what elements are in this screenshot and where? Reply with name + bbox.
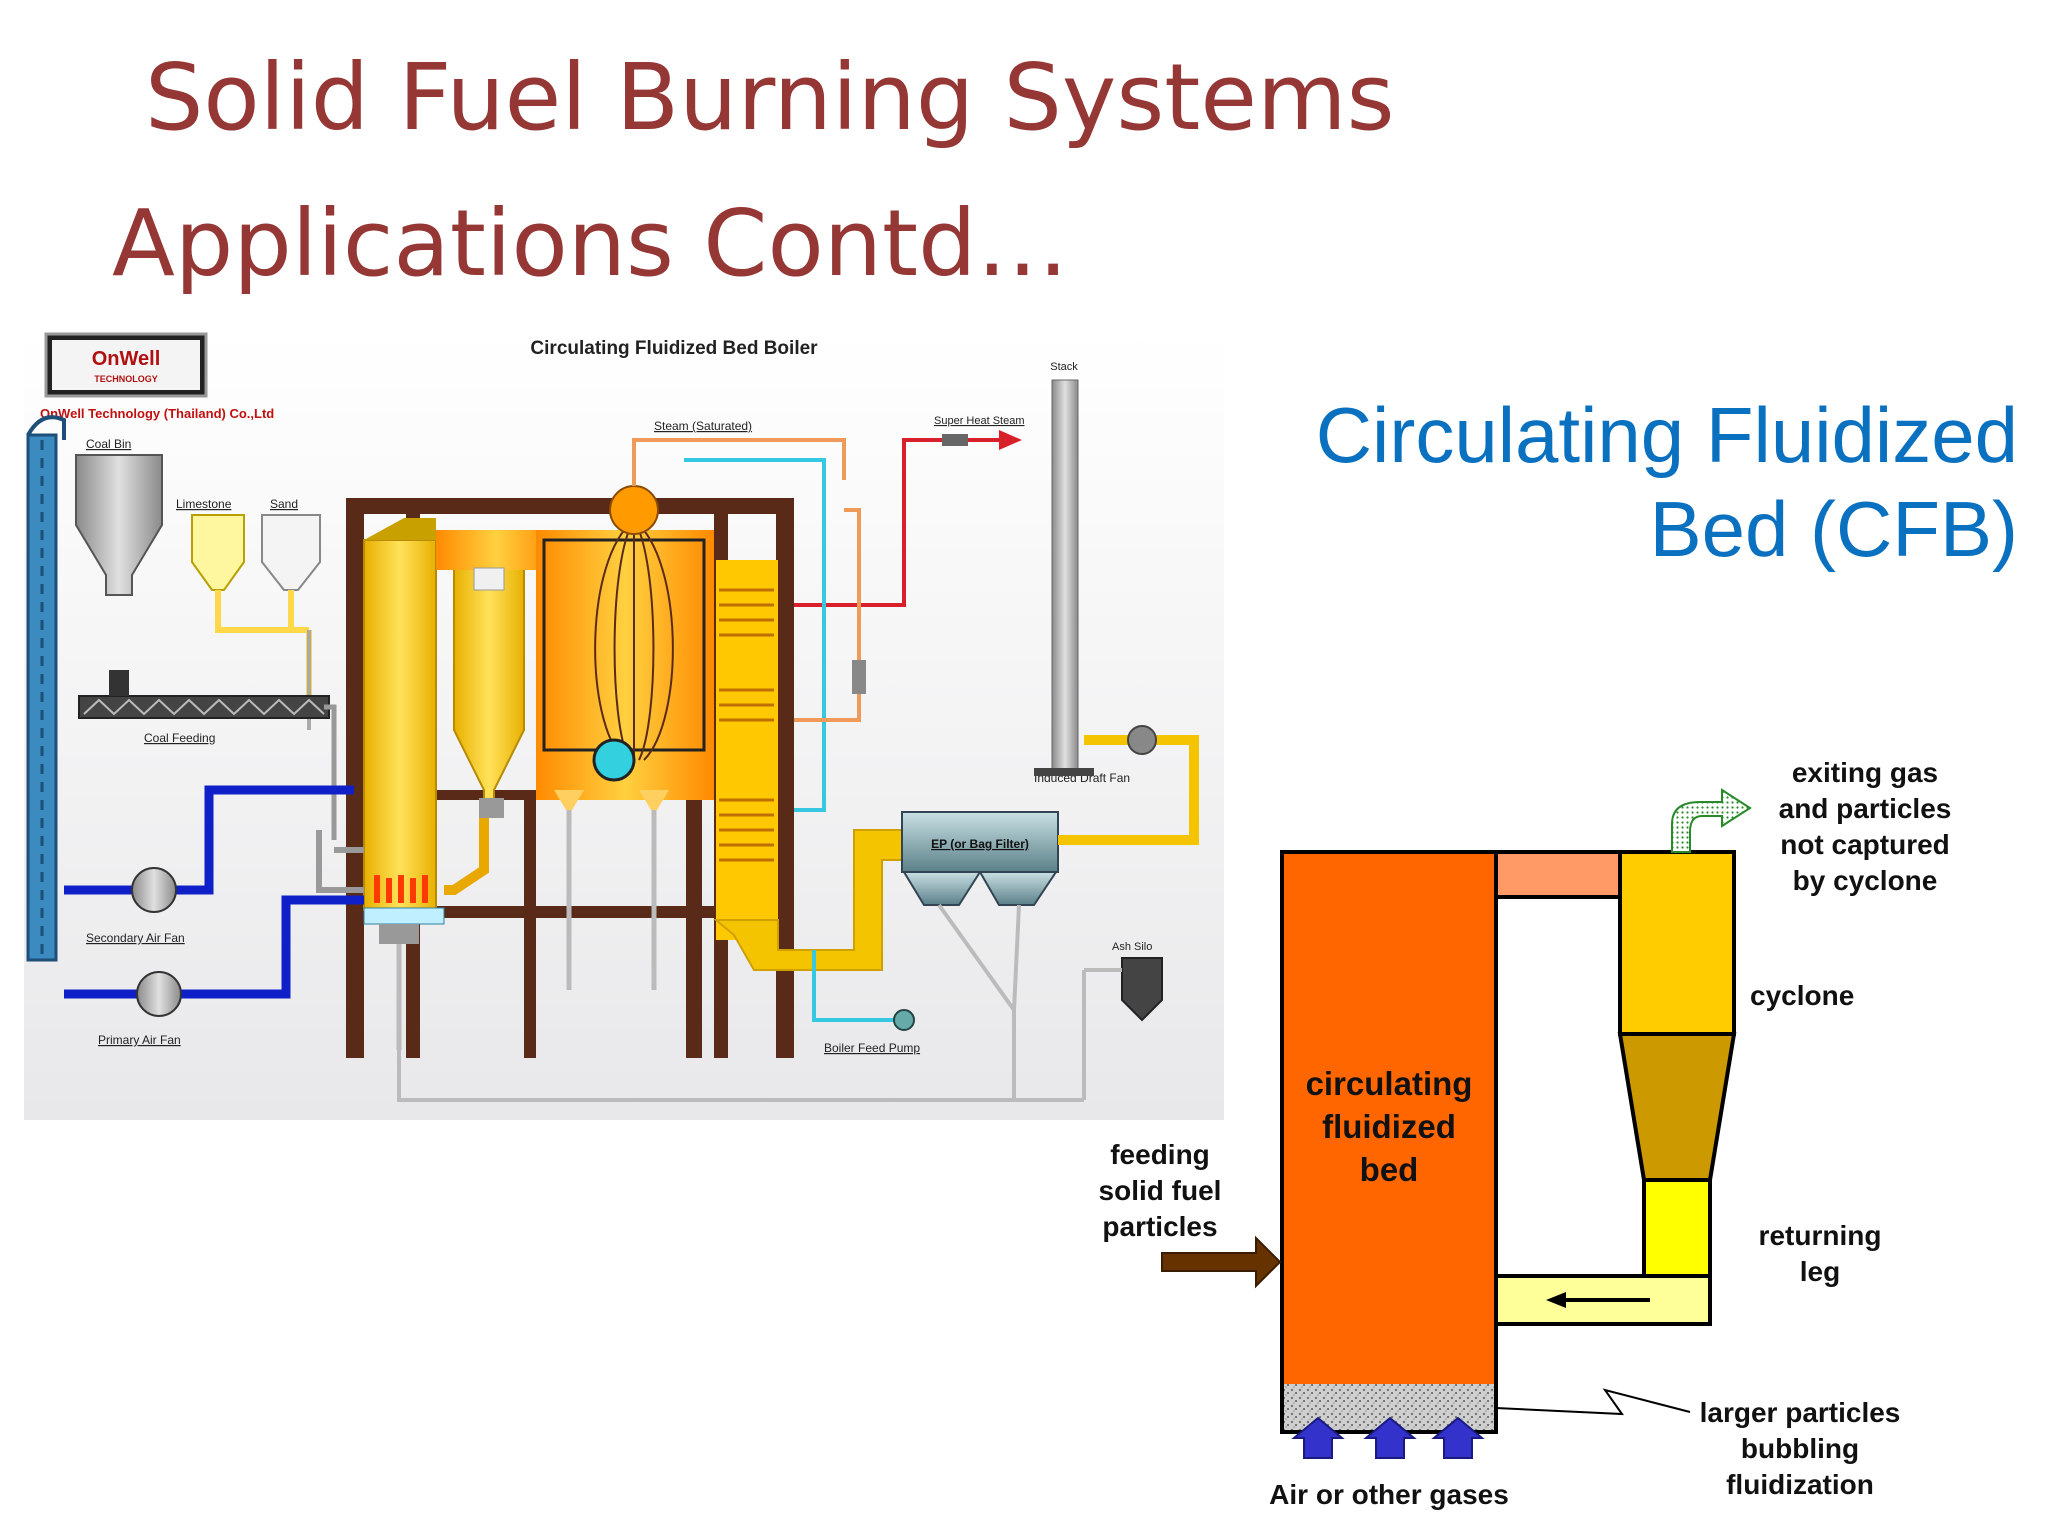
coal-feed-pipe <box>324 704 337 840</box>
subtitle-line-1: Circulating Fluidized <box>1315 391 2018 479</box>
stack <box>1051 379 1079 771</box>
bed-flames <box>374 875 428 903</box>
economizer-tubes <box>719 588 774 862</box>
returning-leg-label-line-1: returning <box>1759 1220 1882 1251</box>
ash-silo <box>1121 957 1163 1022</box>
logo-sub: TECHNOLOGY <box>94 374 158 384</box>
larger-particles-pointer <box>1495 1388 1691 1416</box>
exit-gas-label-line-1: exiting gas <box>1792 757 1938 788</box>
boiler-feed-pump <box>893 1009 915 1031</box>
plant-title: Circulating Fluidized Bed Boiler <box>530 338 818 359</box>
exit-gas-label-line-2: and particles <box>1779 793 1952 824</box>
coal-bin <box>75 454 163 596</box>
stack-base <box>1034 768 1094 776</box>
ash-silo-label: Ash Silo <box>1112 941 1152 953</box>
boiler-feed-pump-label: Boiler Feed Pump <box>824 1041 920 1055</box>
subtitle: Circulating Fluidized Bed (CFB) <box>1316 388 2018 576</box>
fluidized-bed-column <box>1280 850 1498 1434</box>
onwell-logo: OnWell TECHNOLOGY <box>44 332 208 398</box>
primary-air-fan-label: Primary Air Fan <box>98 1033 181 1047</box>
stack-label: Stack <box>1050 361 1078 373</box>
ep-ash-lines <box>937 903 1086 1100</box>
air-arrows <box>1291 1416 1485 1459</box>
limestone-hopper <box>191 514 245 591</box>
loop-seal <box>444 800 489 895</box>
primary-air-fan <box>136 971 182 1017</box>
coal-bin-label: Coal Bin <box>86 437 131 451</box>
air-arrow-2 <box>1363 1416 1417 1459</box>
ep-bag-filter-label: EP (or Bag Filter) <box>931 837 1029 851</box>
pump-water-line <box>812 950 914 1022</box>
returning-leg <box>1642 1178 1712 1278</box>
bucket-elevator <box>26 415 66 962</box>
economizer <box>716 560 778 940</box>
return-pipe-orange <box>794 508 861 722</box>
ep-bag-filter <box>901 811 1059 906</box>
larger-particles-label-line-3: fluidization <box>1726 1469 1874 1500</box>
air-arrow-1 <box>1291 1416 1345 1459</box>
exit-gas-arrow <box>1671 788 1752 853</box>
feeding-label-line-2: solid fuel <box>1099 1175 1222 1206</box>
logo-text: OnWell <box>92 348 161 370</box>
feed-water-line <box>684 458 826 812</box>
secondary-air-fan <box>131 867 177 913</box>
sand-label: Sand <box>270 497 298 511</box>
steam-saturated-label: Steam (Saturated) <box>654 419 752 433</box>
cyclone-body <box>1618 850 1736 1036</box>
saturated-steam-line <box>632 438 846 486</box>
furnace-top <box>364 518 436 540</box>
steam-drum <box>609 485 659 535</box>
ash-drain <box>379 924 419 944</box>
larger-particles-label-line-2: bubbling <box>1741 1433 1859 1464</box>
larger-particles-label-line-1: larger particles <box>1700 1397 1901 1428</box>
cyclone-cone <box>1617 1032 1737 1182</box>
exit-gas-label-line-3: not captured <box>1780 829 1950 860</box>
title-line-2: Applications Contd… <box>112 190 1069 297</box>
desuperheater <box>852 660 866 694</box>
cyclone-label: cyclone <box>1750 980 1854 1011</box>
feeding-label-line-3: particles <box>1102 1211 1217 1242</box>
ash-collection-line <box>397 1050 1084 1102</box>
limestone-label: Limestone <box>176 497 232 511</box>
cfb-boiler-plant-diagram: OnWell TECHNOLOGY OnWell Technology (Tha… <box>24 330 1224 1120</box>
exit-gas-label-line-4: by cyclone <box>1793 865 1938 896</box>
return-pipe <box>1494 1274 1712 1326</box>
returning-leg-label-line-2: leg <box>1800 1256 1840 1287</box>
feeding-label-line-1: feeding <box>1110 1139 1210 1170</box>
title-line-1: Solid Fuel Burning Systems <box>145 44 1395 151</box>
air-arrow-3 <box>1431 1416 1485 1459</box>
bed-label-line-3: bed <box>1360 1151 1419 1188</box>
superheater-tubes <box>594 519 674 761</box>
top-duct <box>1494 850 1622 899</box>
secondary-air-fan-label: Secondary Air Fan <box>86 931 185 945</box>
hopper-1 <box>554 790 584 810</box>
air-label: Air or other gases <box>1269 1479 1509 1510</box>
feed-arrow <box>1161 1235 1282 1289</box>
superheat-valve <box>942 434 968 446</box>
bed-label-line-1: circulating <box>1306 1065 1473 1102</box>
company-name: OnWell Technology (Thailand) Co.,Ltd <box>40 406 274 421</box>
coal-feeding-label: Coal Feeding <box>144 731 215 745</box>
superheat-steam-arrow <box>999 430 1022 450</box>
subtitle-line-2: Bed (CFB) <box>1649 485 2018 573</box>
mud-drum <box>592 738 636 782</box>
cyclone-vortex-finder <box>473 567 505 591</box>
sand-hopper <box>261 514 321 591</box>
cfb-schematic-diagram: circulating fluidized bed exiting gas an… <box>1099 757 1952 1510</box>
furnace <box>363 539 437 911</box>
hopper-2 <box>639 790 669 810</box>
return-flow-arrowhead <box>1546 1292 1566 1308</box>
loop-seal-box <box>479 798 504 818</box>
bed-label-line-2: fluidized <box>1322 1108 1456 1145</box>
air-inlets-grey <box>316 830 364 893</box>
air-distributor <box>363 907 445 925</box>
induced-draft-fan <box>1127 725 1157 755</box>
super-heat-steam-label: Super Heat Steam <box>934 415 1025 427</box>
